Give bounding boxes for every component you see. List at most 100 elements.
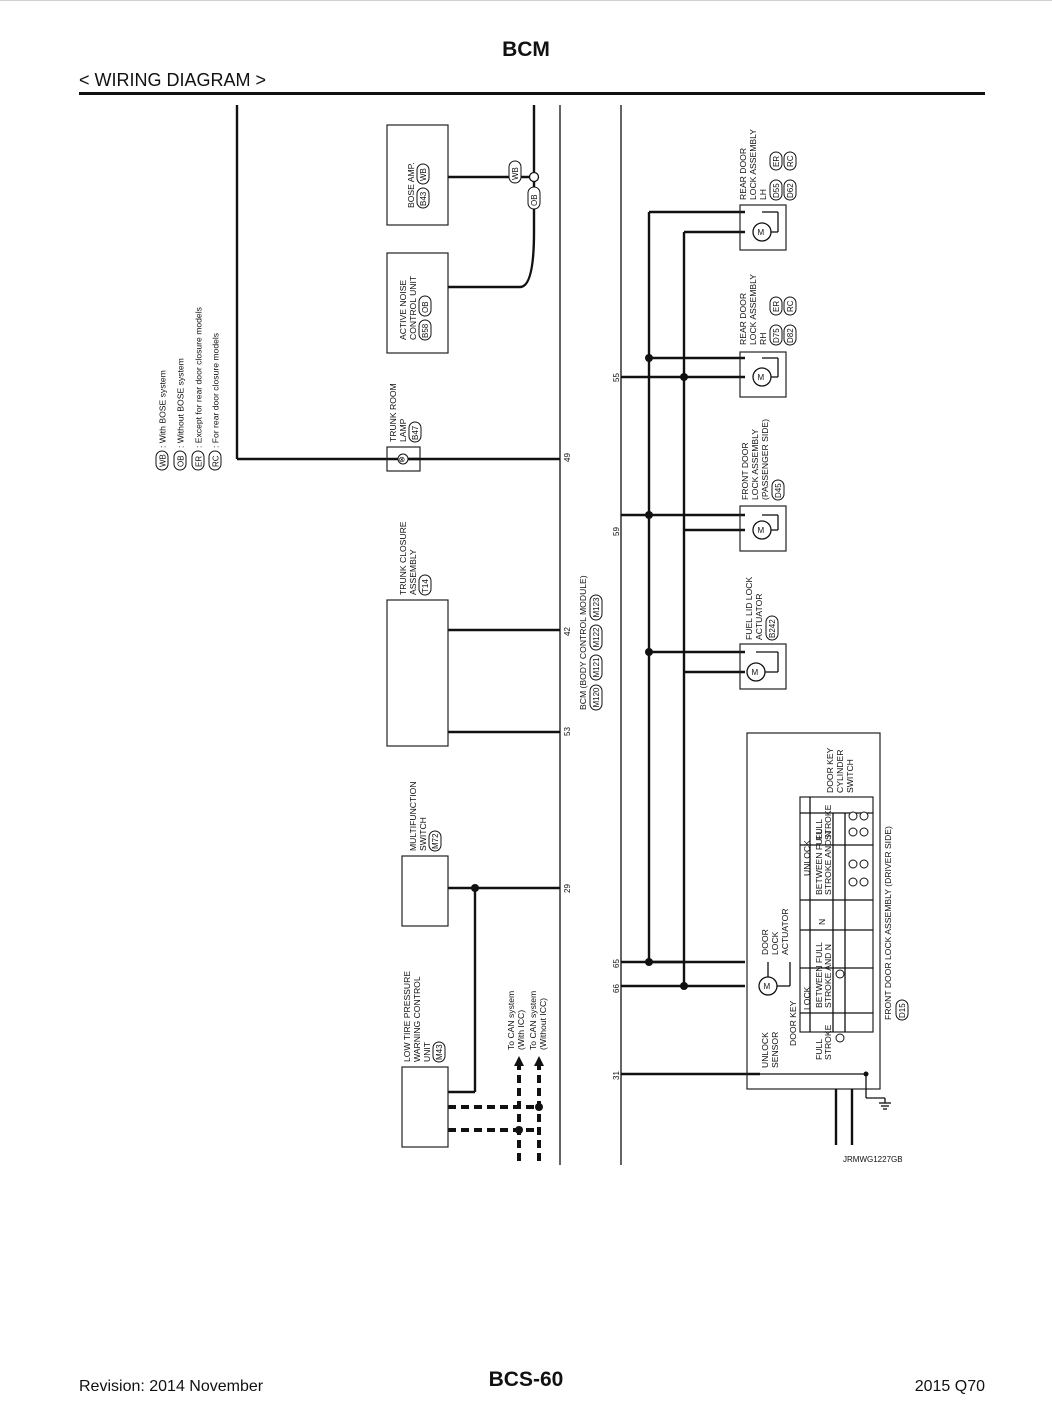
svg-text:: Without BOSE system: : Without BOSE system — [176, 358, 186, 448]
svg-text:D15: D15 — [898, 1003, 907, 1018]
door-lock-actuator-label: DOOR LOCK ACTUATOR — [760, 909, 790, 955]
footer-page-number: BCS-60 — [488, 1368, 564, 1391]
svg-text:WB: WB — [511, 167, 520, 180]
svg-text:D62: D62 — [786, 183, 795, 198]
legend-item-ob: OB : Without BOSE system — [173, 358, 187, 471]
switch-contacts — [835, 811, 869, 1043]
svg-text:STROKE AND N: STROKE AND N — [823, 944, 833, 1008]
svg-text:RC: RC — [786, 155, 795, 167]
svg-text:M: M — [758, 228, 765, 237]
low-tire-pressure-box — [401, 1066, 449, 1148]
svg-text:BOSE AMP.: BOSE AMP. — [406, 162, 416, 208]
svg-text:M123: M123 — [592, 597, 601, 618]
svg-text:M: M — [752, 668, 759, 677]
svg-text:LOCK: LOCK — [802, 986, 812, 1010]
svg-text:: With BOSE system: : With BOSE system — [158, 370, 168, 448]
svg-text:ACTUATOR: ACTUATOR — [780, 909, 790, 955]
junction-node — [471, 884, 479, 892]
unlock-sensor-label: UNLOCK SENSOR — [760, 1032, 780, 1068]
pin-53: 53 — [563, 727, 572, 736]
svg-text:DOOR KEY: DOOR KEY — [825, 747, 835, 793]
svg-text:M72: M72 — [431, 833, 440, 849]
svg-text:LOCK ASSEMBLY: LOCK ASSEMBLY — [748, 274, 758, 345]
svg-text:D82: D82 — [786, 328, 795, 343]
svg-text:CONTROL UNIT: CONTROL UNIT — [408, 275, 418, 340]
front-door-driver-box — [746, 732, 881, 1090]
svg-text:UNLOCK: UNLOCK — [802, 840, 812, 876]
svg-text:M122: M122 — [592, 627, 601, 648]
svg-text:BETWEEN FULL: BETWEEN FULL — [814, 829, 824, 895]
svg-text:M: M — [764, 982, 771, 991]
svg-text:M121: M121 — [592, 657, 601, 678]
svg-text:B242: B242 — [768, 619, 777, 638]
page-title: BCM — [502, 38, 550, 61]
svg-text:STROKE: STROKE — [823, 1024, 833, 1060]
svg-text:D45: D45 — [774, 483, 783, 498]
trunk-closure-box — [386, 599, 449, 747]
pin-66: 66 — [612, 984, 621, 993]
svg-text:FULL: FULL — [814, 819, 824, 840]
bcm-label: BCM (BODY CONTROL MODULE) M120 M121 M122… — [578, 575, 603, 711]
top-rule — [0, 0, 1052, 1]
wb-split-node — [528, 171, 540, 183]
svg-text:WB: WB — [159, 454, 168, 467]
pin-65: 65 — [612, 959, 621, 968]
svg-text:LAMP: LAMP — [398, 418, 408, 442]
svg-text:FULL: FULL — [814, 1039, 824, 1060]
svg-text:OB: OB — [177, 455, 186, 467]
svg-text:WB: WB — [419, 168, 428, 181]
door-lock-actuator-motor: M — [758, 962, 791, 996]
svg-text:LH: LH — [758, 189, 768, 200]
svg-text:RC: RC — [212, 455, 221, 467]
pin-55: 55 — [612, 373, 621, 382]
switch-table-box — [799, 796, 874, 1033]
svg-text:SENSOR: SENSOR — [770, 1032, 780, 1068]
legend-item-wb: WB : With BOSE system — [155, 370, 169, 471]
svg-text:OB: OB — [530, 194, 539, 206]
svg-text:(With ICC): (With ICC) — [516, 1010, 526, 1050]
svg-text:B47: B47 — [411, 425, 420, 440]
rear-door-lh-motor: M — [739, 204, 787, 251]
svg-text:ER: ER — [195, 456, 204, 467]
pin-49: 49 — [563, 453, 572, 462]
pin-42: 42 — [563, 627, 572, 636]
pin-59: 59 — [612, 527, 621, 536]
svg-text:REAR DOOR: REAR DOOR — [738, 293, 748, 345]
svg-text:(PASSENGER SIDE): (PASSENGER SIDE) — [760, 419, 770, 500]
svg-text:ER: ER — [772, 156, 781, 167]
svg-text:FRONT DOOR LOCK ASSEMBLY (DRI: FRONT DOOR LOCK ASSEMBLY (DRIVER SIDE) — [883, 826, 893, 1020]
door-key-cylinder-label: DOOR KEY CYLINDER SWITCH — [825, 747, 855, 793]
svg-text:M43: M43 — [435, 1044, 444, 1060]
legend-item-er: ER : Except for rear door closure models — [191, 307, 205, 471]
header-rule — [79, 92, 985, 95]
svg-text:LOCK ASSEMBLY: LOCK ASSEMBLY — [748, 129, 758, 200]
svg-text:UNLOCK: UNLOCK — [760, 1032, 770, 1068]
svg-text:⊗: ⊗ — [399, 455, 406, 464]
fuel-lid-motor: M — [739, 643, 787, 690]
svg-text:FUEL LID LOCK: FUEL LID LOCK — [744, 577, 754, 640]
pin-labels: 49 42 53 29 55 59 65 66 31 — [563, 373, 621, 1080]
footer-revision: Revision: 2014 November — [79, 1378, 264, 1395]
can-noicc-label: To CAN system (Without ICC) — [528, 991, 548, 1050]
svg-text:TRUNK CLOSURE: TRUNK CLOSURE — [398, 521, 408, 595]
front-door-passenger-motor: M — [739, 505, 787, 552]
svg-text:CYLINDER: CYLINDER — [835, 750, 845, 793]
pin-31: 31 — [612, 1071, 621, 1080]
svg-text:: For rear door closure models: : For rear door closure models — [211, 333, 221, 448]
svg-text:FRONT DOOR: FRONT DOOR — [740, 442, 750, 500]
svg-text:DOOR KEY: DOOR KEY — [788, 1000, 798, 1046]
svg-text:ER: ER — [772, 301, 781, 312]
legend-item-rc: RC : For rear door closure models — [208, 333, 222, 471]
svg-text:SWITCH: SWITCH — [845, 759, 855, 793]
svg-text:STROKE AND N: STROKE AND N — [823, 831, 833, 895]
svg-text:STROKE: STROKE — [823, 804, 833, 840]
svg-text:M: M — [758, 526, 765, 535]
svg-text:ASSEMBLY: ASSEMBLY — [408, 549, 418, 595]
rear-door-rh-motor: M — [739, 351, 787, 398]
svg-text:DOOR: DOOR — [760, 929, 770, 955]
bose-amp-box — [386, 124, 449, 226]
legend: WB : With BOSE system OB : Without BOSE … — [155, 307, 222, 471]
svg-text:LOCK: LOCK — [770, 931, 780, 955]
svg-text:OB: OB — [421, 301, 430, 313]
